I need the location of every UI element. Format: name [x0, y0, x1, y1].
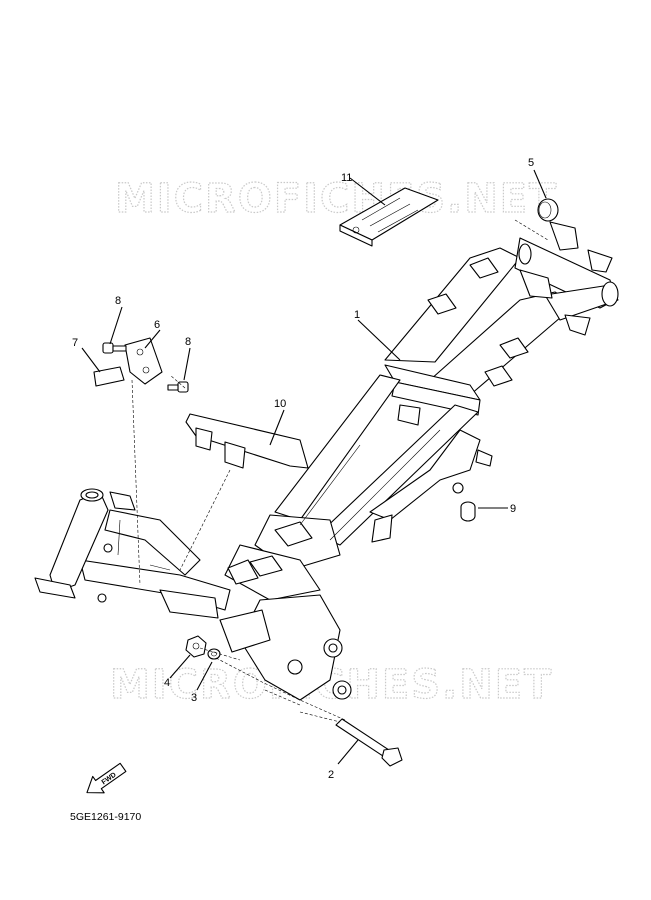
- nut-part-4: [185, 635, 207, 658]
- grommet-part-9: [460, 501, 476, 522]
- fwd-label: FWD: [101, 772, 118, 787]
- callout-7: 7: [72, 337, 78, 349]
- diagram-code: 5GE1261-9170: [70, 811, 141, 823]
- callout-6: 6: [154, 319, 160, 331]
- leader-lines: [81, 169, 547, 765]
- callouts: 1 2 3 4 5 6 7 8 8 9 10 11: [72, 157, 534, 781]
- cap-part-5: [537, 198, 559, 222]
- main-frame: [34, 221, 619, 701]
- bolt-part-8-lower: [167, 381, 189, 393]
- bracket-part-6: [124, 337, 163, 385]
- assembly-guide-lines: [131, 219, 549, 723]
- callout-9: 9: [510, 503, 516, 515]
- fwd-arrow-icon: FWD: [86, 762, 127, 794]
- bolt-part-8-upper: [102, 342, 127, 354]
- callout-4: 4: [164, 677, 170, 689]
- callout-8-upper: 8: [115, 295, 121, 307]
- callout-3: 3: [191, 692, 197, 704]
- callout-11: 11: [341, 172, 352, 184]
- callout-1: 1: [354, 309, 360, 321]
- clip-part-7: [93, 366, 125, 387]
- watermark-top: MICROFICHES.NET: [115, 176, 558, 222]
- callout-10: 10: [274, 398, 286, 410]
- bolt-part-2: [335, 718, 403, 767]
- plate-part-10: [185, 413, 309, 469]
- callout-2: 2: [328, 769, 334, 781]
- callout-5: 5: [528, 157, 534, 169]
- rubber-pad-part-11: [339, 187, 439, 247]
- callout-8-lower: 8: [185, 336, 191, 348]
- washer-part-3: [207, 648, 221, 660]
